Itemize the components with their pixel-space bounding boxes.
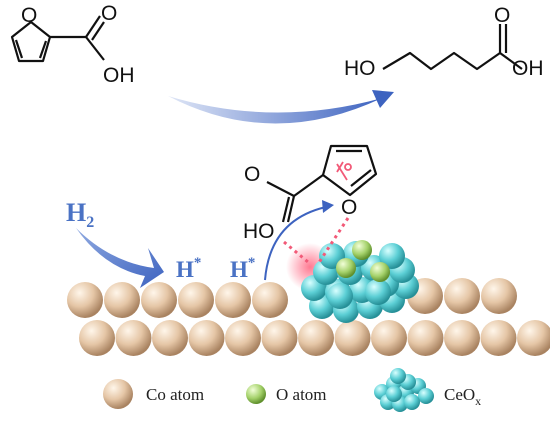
- legend-ceox-atom: [386, 386, 402, 402]
- co-atom: [298, 320, 334, 356]
- co-atom: [225, 320, 261, 356]
- co-atom: [252, 282, 288, 318]
- legend-ceox-atom: [418, 388, 434, 404]
- hydrogen-transfer-arrow: [264, 200, 334, 281]
- co-atom: [517, 320, 550, 356]
- bond-scission-marker: [336, 161, 352, 181]
- adsorbed-furoic-molecule: [266, 144, 378, 223]
- co-atom: [152, 320, 188, 356]
- hydroxyvaleric-acid-molecule: [382, 24, 523, 71]
- h2-adsorption-arrow: [76, 228, 164, 288]
- co-atom: [67, 282, 103, 318]
- reaction-arrow: [168, 90, 394, 124]
- co-atom: [79, 320, 115, 356]
- o-atom: [336, 258, 356, 278]
- adsorption-interaction-lines: [283, 217, 350, 265]
- co-atom: [261, 320, 298, 356]
- o-atom: [352, 240, 372, 260]
- co-atom-slab: [67, 278, 550, 356]
- furoic-carbonyl-oxygen: O: [101, 2, 117, 25]
- h2-label: H2: [66, 198, 94, 231]
- furoic-ring-oxygen: O: [21, 4, 37, 27]
- valeric-left-hydroxyl: HO: [344, 57, 376, 80]
- co-atom: [188, 320, 225, 356]
- co-atom: [215, 282, 251, 318]
- legend-o-atom-label: O atom: [276, 385, 327, 404]
- ceox-atom: [379, 243, 405, 269]
- legend-ceox-atom: [404, 394, 420, 410]
- furoic-hydroxyl: OH: [103, 64, 135, 87]
- ceox-atom: [327, 283, 353, 309]
- furoic-acid-molecule: [10, 15, 105, 63]
- valeric-carbonyl-oxygen: O: [494, 4, 510, 27]
- h-star-label-2: H*: [230, 255, 255, 282]
- legend-ceox-atom: [390, 368, 406, 384]
- adsorbed-hydroxyl: HO: [243, 220, 275, 243]
- legend-co-atom-swatch: [103, 379, 133, 409]
- adsorbed-ring-oxygen: O: [341, 196, 357, 219]
- legend-o-atom-swatch: [246, 384, 266, 404]
- ceox-cluster: [301, 240, 419, 323]
- ceox-atom: [365, 279, 391, 305]
- co-atom: [444, 320, 480, 356]
- co-atom: [115, 320, 152, 356]
- co-atom: [480, 320, 517, 356]
- legend-co-atom-label: Co atom: [146, 385, 204, 404]
- co-atom: [407, 320, 444, 356]
- co-atom: [371, 320, 407, 356]
- co-atom: [481, 278, 517, 314]
- co-atom: [141, 282, 177, 318]
- co-atom: [334, 320, 371, 356]
- legend: Co atom O atom CeOx: [103, 368, 481, 412]
- h-star-label-1: H*: [176, 255, 201, 282]
- co-atom: [178, 282, 214, 318]
- adsorbed-carbonyl-oxygen: O: [244, 163, 260, 186]
- legend-ceox-swatch: [374, 368, 434, 412]
- o-atom: [370, 262, 390, 282]
- valeric-acid-hydroxyl: OH: [512, 57, 544, 80]
- co-atom: [104, 282, 140, 318]
- legend-ceox-label: CeOx: [444, 385, 481, 408]
- co-atom: [444, 278, 480, 314]
